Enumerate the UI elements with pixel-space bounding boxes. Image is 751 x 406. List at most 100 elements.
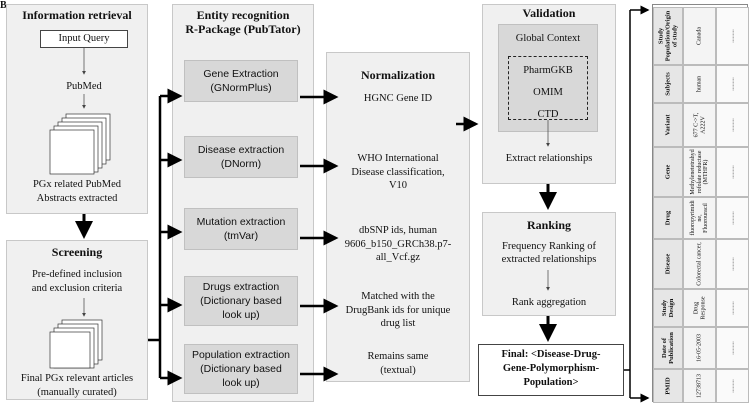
table-cell: ......... bbox=[716, 147, 749, 197]
pharmgkb-label: PharmGKB bbox=[523, 65, 573, 76]
norm-mutation-line2: 9606_b150_GRCh38.p7- bbox=[344, 238, 452, 250]
drugs-extraction-line2: (Dictionary based bbox=[200, 294, 282, 307]
panel-label: B bbox=[0, 0, 7, 11]
population-extraction-line1: Population extraction bbox=[191, 348, 291, 361]
screening-criteria-1: Pre-defined inclusion bbox=[31, 269, 123, 280]
table-cell: ......... bbox=[716, 327, 749, 369]
population-extraction-box: Population extraction (Dictionary based … bbox=[184, 344, 298, 394]
table-cell: ......... bbox=[716, 7, 749, 65]
disease-extraction-box: Disease extraction (DNorm) bbox=[184, 136, 298, 178]
final-line1: Final: <Disease-Drug- bbox=[478, 348, 624, 362]
table-cell: 677 C->T, A222V bbox=[683, 103, 716, 147]
norm-population-line2: (textual) bbox=[380, 364, 416, 376]
omim-label: OMIM bbox=[533, 87, 563, 98]
norm-drug-line3: drug list bbox=[380, 318, 416, 330]
population-extraction-line2: (Dictionary based bbox=[200, 362, 282, 375]
ranking-panel bbox=[482, 212, 616, 316]
mutation-extraction-box: Mutation extraction (tmVar) bbox=[184, 208, 298, 250]
table-cell: ......... bbox=[716, 103, 749, 147]
ranking-line2: extracted relationships bbox=[501, 254, 597, 265]
table-cell: 16-05-2003 bbox=[683, 327, 716, 369]
ctd-label: CTD bbox=[537, 109, 559, 120]
curated-document-stack-icon bbox=[49, 319, 103, 369]
disease-extraction-line1: Disease extraction bbox=[197, 143, 285, 156]
population-extraction-line3: look up) bbox=[222, 377, 260, 390]
table-cell: human bbox=[683, 65, 716, 103]
disease-extraction-line2: (DNorm) bbox=[220, 158, 262, 170]
norm-drug-line1: Matched with the bbox=[361, 291, 435, 302]
final-line2: Gene-Polymorphism- bbox=[478, 362, 624, 376]
norm-mutation: dbSNP ids, human 9606_b150_GRCh38.p7- al… bbox=[326, 224, 470, 265]
entity-title-1: Entity recognition bbox=[196, 8, 290, 22]
final-line1-text: Final: <Disease-Drug- bbox=[501, 349, 601, 360]
table-header-cell: Subjects bbox=[653, 65, 683, 103]
table-cell: 12738713 bbox=[683, 369, 716, 403]
database-group bbox=[508, 56, 588, 120]
table-header-cell: Study Population/Origin of study bbox=[653, 7, 683, 65]
norm-disease-line1: WHO International bbox=[357, 153, 439, 164]
extract-relationships-label: Extract relationships bbox=[505, 153, 593, 164]
table-header-cell: Study Design bbox=[653, 289, 683, 327]
ranking-line1: Frequency Ranking of bbox=[502, 241, 596, 252]
pgx-abstracts-caption-1: PGx related PubMed bbox=[32, 179, 122, 190]
ranking-title: Ranking bbox=[526, 218, 572, 232]
input-query-box: Input Query bbox=[40, 30, 128, 48]
norm-population: Remains same (textual) bbox=[326, 350, 470, 377]
final-line2-text: Gene-Polymorphism- bbox=[502, 363, 600, 374]
normalization-panel bbox=[326, 52, 470, 382]
norm-disease-line3: V10 bbox=[388, 180, 408, 192]
norm-gene: HGNC Gene ID bbox=[326, 92, 470, 106]
normalization-title: Normalization bbox=[361, 68, 435, 82]
drugs-extraction-line3: look up) bbox=[222, 309, 260, 322]
validation-title: Validation bbox=[522, 6, 576, 20]
norm-gene-line1: HGNC Gene ID bbox=[363, 93, 433, 104]
table-cell: Methylenetetrahydrofolate reductase (MTH… bbox=[683, 147, 716, 197]
table-header-cell: Variant bbox=[653, 103, 683, 147]
info-retrieval-title: Information retrieval bbox=[22, 8, 132, 22]
screening-criteria-2: and exclusion criteria bbox=[31, 283, 123, 294]
gene-extraction-line2: (GNormPlus) bbox=[210, 82, 272, 94]
global-context-label: Global Context bbox=[515, 33, 581, 44]
norm-population-line1: Remains same bbox=[367, 351, 429, 362]
drugs-extraction-box: Drugs extraction (Dictionary based look … bbox=[184, 276, 298, 326]
table-cell: Canada bbox=[683, 7, 716, 65]
gene-extraction-box: Gene Extraction (GNormPlus) bbox=[184, 60, 298, 102]
entity-title-2: R-Package (PubTator) bbox=[185, 22, 301, 36]
table-cell: fluoropyrimidine, Fluorouracil bbox=[683, 197, 716, 239]
global-context-box bbox=[498, 24, 598, 132]
table-cell: Colorectal cancer, bbox=[683, 239, 716, 289]
table-cell: ......... bbox=[716, 239, 749, 289]
screening-caption-1: Final PGx relevant articles bbox=[20, 373, 134, 384]
norm-disease: WHO International Disease classification… bbox=[326, 152, 470, 193]
final-output-box bbox=[478, 344, 624, 396]
norm-mutation-line3: all_Vcf.gz bbox=[375, 252, 421, 264]
screening-caption-2: (manually curated) bbox=[37, 387, 117, 398]
document-stack-icon bbox=[49, 113, 111, 175]
mutation-extraction-line1: Mutation extraction bbox=[196, 215, 286, 228]
pubmed-label: PubMed bbox=[66, 81, 102, 92]
screening-title: Screening bbox=[51, 245, 103, 259]
pgx-abstracts-caption-2: Abstracts extracted bbox=[36, 193, 118, 204]
gene-extraction-line1: Gene Extraction bbox=[203, 67, 279, 80]
rank-aggregation-label: Rank aggregation bbox=[511, 297, 587, 308]
table-cell: Drug Response bbox=[683, 289, 716, 327]
mutation-extraction-line2: (tmVar) bbox=[223, 230, 259, 242]
final-line3: Population> bbox=[478, 376, 624, 390]
drugs-extraction-line1: Drugs extraction bbox=[202, 280, 280, 293]
norm-drug: Matched with the DrugBank ids for unique… bbox=[326, 290, 470, 331]
table-header-cell: PMID bbox=[653, 369, 683, 403]
table-header-cell: Disease bbox=[653, 239, 683, 289]
norm-drug-line2: DrugBank ids for unique bbox=[345, 304, 451, 316]
table-header-cell: Date of Publication bbox=[653, 327, 683, 369]
table-header-cell: Gene bbox=[653, 147, 683, 197]
table-cell: ......... bbox=[716, 197, 749, 239]
table-cell: ......... bbox=[716, 369, 749, 403]
norm-mutation-line1: dbSNP ids, human bbox=[358, 225, 438, 236]
table-cell: ......... bbox=[716, 289, 749, 327]
norm-disease-line2: Disease classification, bbox=[351, 166, 445, 178]
table-header-cell: Drug bbox=[653, 197, 683, 239]
table-cell: ......... bbox=[716, 65, 749, 103]
